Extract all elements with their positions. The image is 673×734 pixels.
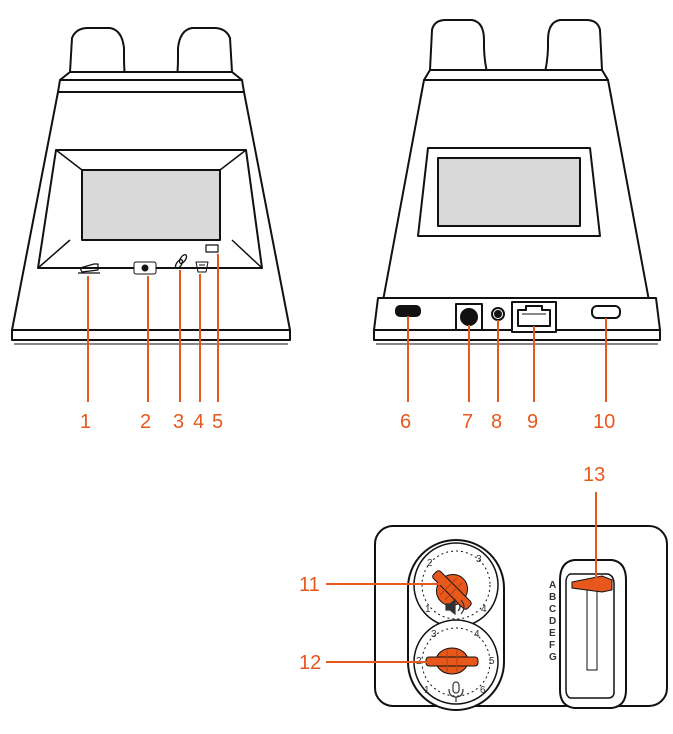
mic-dial-mark-4: 4 <box>474 629 480 640</box>
callout-9: 9 <box>527 411 538 433</box>
telephone-port <box>511 301 557 333</box>
back-window <box>437 157 581 227</box>
callout-3: 3 <box>173 411 184 433</box>
callout-11: 11 <box>299 574 320 596</box>
callout-8: 8 <box>491 411 502 433</box>
speaker-volume-dial[interactable]: 2 3 1 4 <box>413 542 499 628</box>
speaker-dial-mark-3: 3 <box>476 554 482 565</box>
slider-letter-c: C <box>549 604 556 615</box>
slider-letter-g: G <box>549 652 557 663</box>
slider-letter-b: B <box>549 592 556 603</box>
callout-13: 13 <box>583 464 605 486</box>
speaker-dial-mark-2: 2 <box>427 558 433 569</box>
settings-panel: 2 3 1 4 3 4 2 5 1 6 <box>374 525 668 711</box>
slider-handle <box>571 575 613 593</box>
microphone-icon <box>448 681 464 702</box>
base-front-view <box>11 27 291 345</box>
back-callout-lines <box>407 316 607 402</box>
link-icon <box>174 254 188 269</box>
display-screen <box>81 169 221 241</box>
callout-7: 7 <box>462 411 473 433</box>
battery-icon <box>205 244 219 253</box>
slider-letter-a: A <box>549 580 556 591</box>
back-callout-numbers: 6 7 8 9 10 <box>400 411 615 433</box>
panel-callout-numbers: 11 12 13 <box>299 464 605 674</box>
speaker-dial-mark-4: 4 <box>481 604 487 615</box>
callout-4: 4 <box>193 411 204 433</box>
callout-5: 5 <box>212 411 223 433</box>
speaker-dial-knob <box>432 570 472 610</box>
mic-dial-knob <box>425 647 479 675</box>
teams-icon <box>133 261 157 275</box>
mic-dial-mark-6: 6 <box>480 685 486 696</box>
callout-12: 12 <box>299 652 321 674</box>
pc-icon <box>78 263 100 274</box>
desk-phone-icon <box>195 261 209 273</box>
range-slider-switch[interactable]: A B C D E F G <box>549 559 627 709</box>
slider-letter-e: E <box>549 628 556 639</box>
callout-1: 1 <box>80 411 91 433</box>
mic-dial-mark-5: 5 <box>489 656 495 667</box>
callout-2: 2 <box>140 411 151 433</box>
front-callout-lines <box>87 254 219 402</box>
panel-callout-lines <box>326 492 597 663</box>
base-back-view <box>373 19 661 345</box>
mic-dial-mark-1: 1 <box>424 685 430 696</box>
security-slot <box>591 305 621 319</box>
speaker-dial-mark-1: 1 <box>425 604 431 615</box>
callout-10: 10 <box>593 411 615 433</box>
speaker-icon <box>445 598 465 616</box>
usb-port <box>395 305 421 317</box>
front-callout-numbers: 1 2 3 4 5 <box>80 411 223 433</box>
mic-dial-mark-3: 3 <box>431 629 437 640</box>
slider-letter-f: F <box>549 640 555 651</box>
microphone-volume-dial[interactable]: 3 4 2 5 1 6 <box>413 619 499 705</box>
slider-letter-d: D <box>549 616 556 627</box>
callout-6: 6 <box>400 411 411 433</box>
